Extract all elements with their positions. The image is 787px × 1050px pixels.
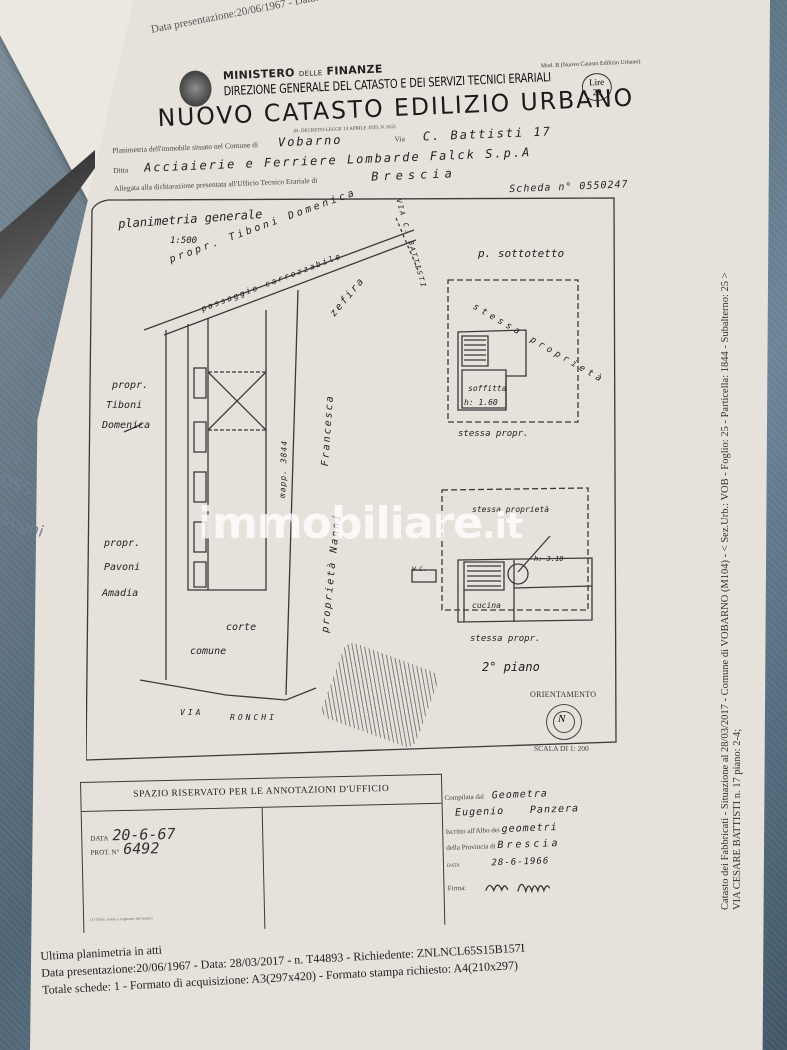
orientamento-label: ORIENTAMENTO <box>530 690 597 699</box>
sottotetto-stessa-propr: stessa propr. <box>458 429 529 439</box>
margin-note: e <box>30 305 40 324</box>
provincia-value: Brescia <box>497 837 561 852</box>
via-label: Via <box>394 134 406 144</box>
geometra-first-name: Eugenio <box>454 805 505 819</box>
side-line-2: VIA CESARE BATTISTI n. 17 piano: 2-4; <box>732 728 743 910</box>
annotations-title: SPAZIO RISERVATO PER LE ANNOTAZIONI D'UF… <box>133 783 390 800</box>
immobiliare-watermark: immobiliare.it <box>198 498 523 549</box>
label-amadia: Amadia <box>102 588 139 599</box>
wc-label: W.C. <box>412 566 427 573</box>
secondo-stessa-proprieta: stessa proprietà <box>472 505 550 514</box>
label-tiboni: Tiboni <box>106 400 143 411</box>
general-plan-scale: 1:500 <box>170 236 198 246</box>
compilata-value: Geometra <box>491 788 549 802</box>
label-via: VIA <box>180 708 204 717</box>
prot-value: 6492 <box>123 839 160 859</box>
cucina-label: cucina <box>472 601 501 610</box>
side-line-1: Catasto dei Fabbricati - Situazione al 2… <box>720 272 731 910</box>
height-label: h: 3.10 <box>534 555 564 563</box>
compiled-data-label: DATA <box>446 863 460 869</box>
annotations-footnote: (1) Titolo, nome e cognome del tecnico <box>90 915 154 922</box>
provincia-label: della Provincia di <box>446 842 496 852</box>
ditta-label: Ditta <box>113 165 129 175</box>
label-ronchi: RONCHI <box>230 713 277 722</box>
document-sheet <box>30 0 770 1050</box>
north-compass-icon: N <box>546 704 582 740</box>
sottotetto-title: p. sottotetto <box>478 247 565 260</box>
label-propr-1: propr. <box>112 380 149 391</box>
iscritto-label: Iscritto all'Albo dei <box>445 826 500 836</box>
iscritto-value: geometri <box>501 822 558 836</box>
secondo-stessa-propr: stessa propr. <box>470 634 541 644</box>
secondo-piano-title: 2° piano <box>482 660 540 674</box>
soffitta-label: soffitta <box>468 384 507 393</box>
soffitta-height: h: 1.60 <box>464 398 498 407</box>
geometra-last-name: Panzera <box>529 803 580 817</box>
label-pavoni: Pavoni <box>104 562 141 573</box>
floor-plan-drawing <box>86 197 617 761</box>
compilata-label: Compilata dal <box>444 792 485 802</box>
office-annotations-box: SPAZIO RISERVATO PER LE ANNOTAZIONI D'UF… <box>80 773 446 933</box>
label-domenica: Domenica <box>102 420 151 431</box>
compiled-by-block: Compilata dal Geometra Eugenio Panzera I… <box>444 775 644 894</box>
label-comune: comune <box>190 646 227 657</box>
label-propr-2: propr. <box>104 538 141 549</box>
comune-value: Vobarno <box>277 132 343 150</box>
firma-label: Firma: <box>447 883 467 893</box>
label-corte: corte <box>226 622 257 633</box>
prot-label: PROT. N° <box>90 848 120 857</box>
compiled-data-value: 28-6-1966 <box>491 856 550 869</box>
margin-note: o <box>36 348 46 367</box>
scale-label: SCALA DI 1: 200 <box>534 744 589 753</box>
signature-icon <box>485 883 551 894</box>
side-cadastral-info: Catasto dei Fabbricati - Situazione al 2… <box>720 272 744 910</box>
